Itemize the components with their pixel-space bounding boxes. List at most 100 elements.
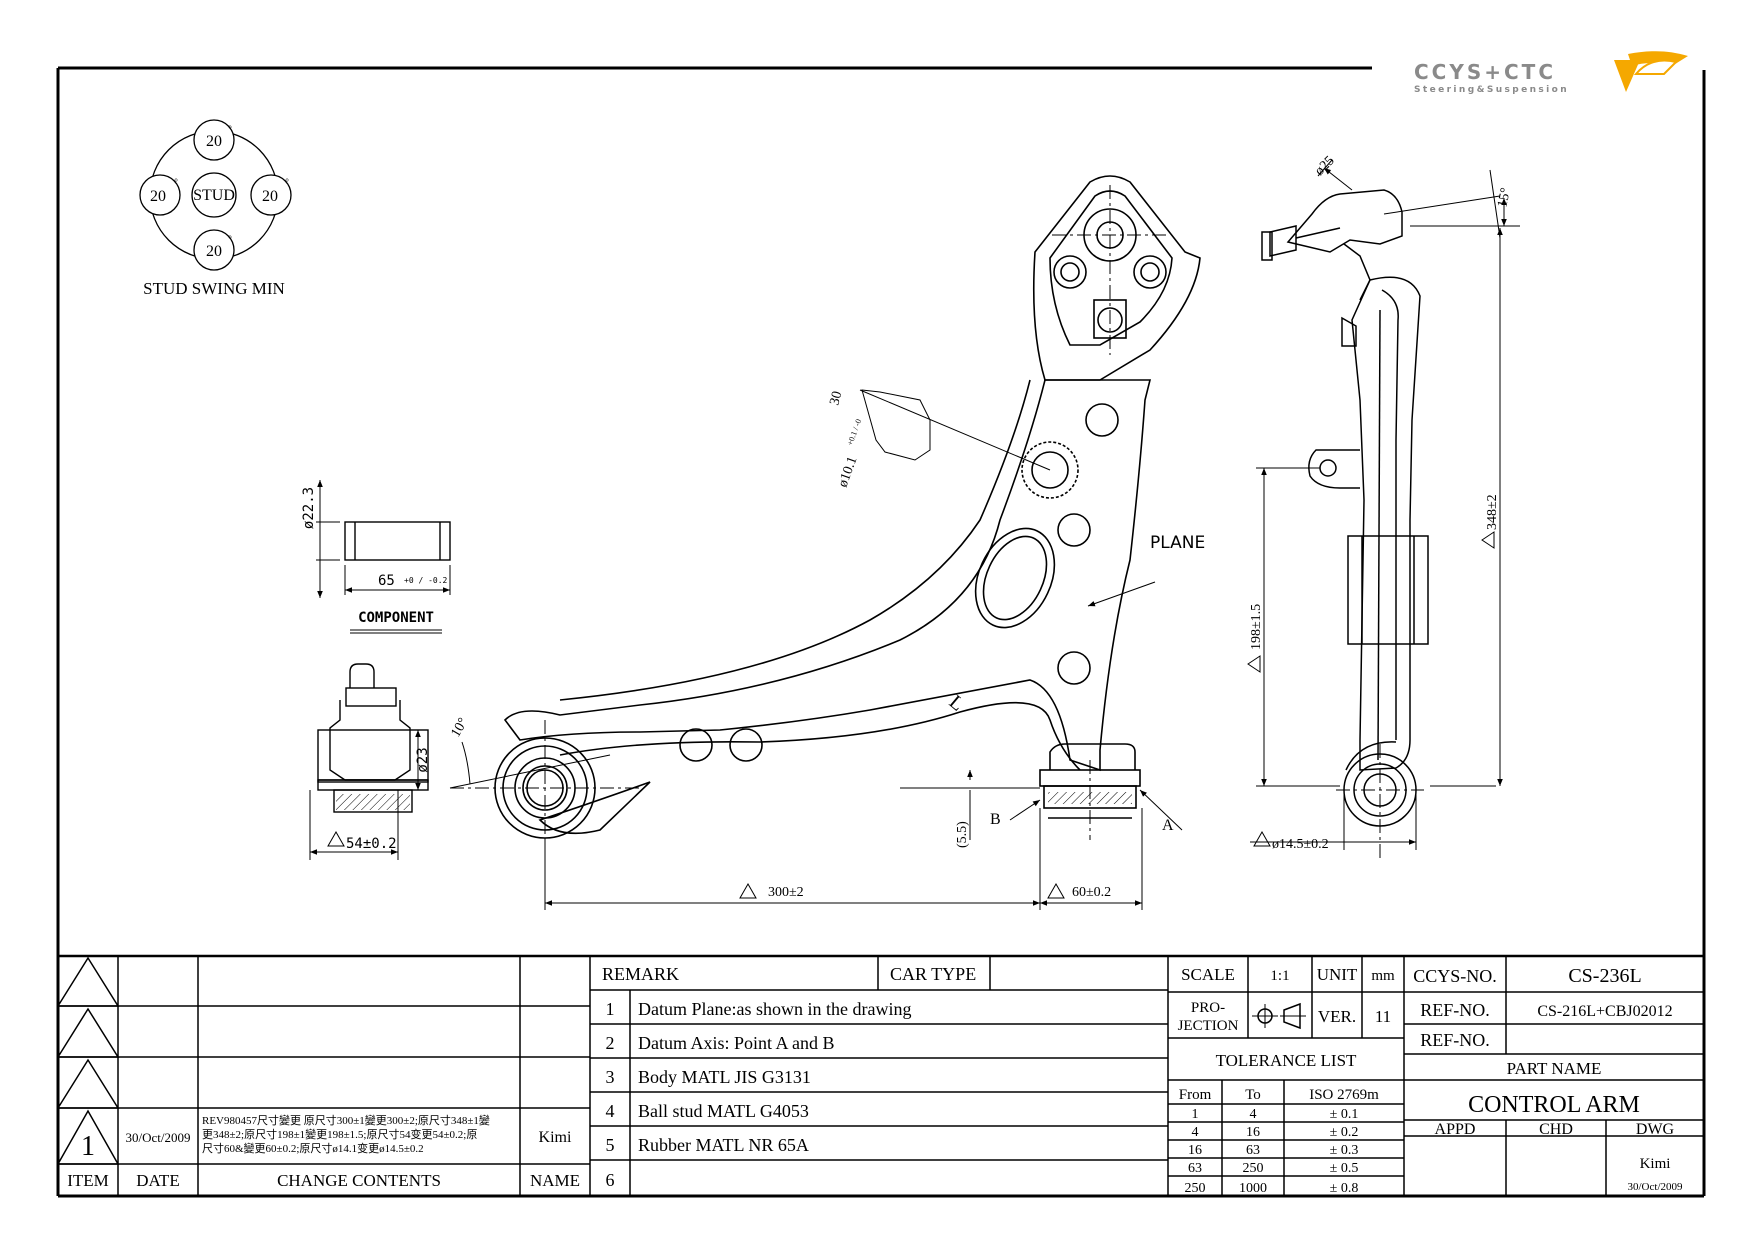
component-length: 65	[378, 573, 395, 589]
title-block-lines	[56, 954, 1704, 1196]
svg-text:± 0.3: ± 0.3	[1330, 1143, 1359, 1158]
appd-label: APPD	[1435, 1121, 1476, 1138]
logo-mark-icon	[1614, 60, 1640, 92]
stud-diameter: ø25	[1312, 153, 1337, 178]
ver-label: VER.	[1318, 1007, 1356, 1026]
svg-text:ISO 2769m: ISO 2769m	[1309, 1087, 1379, 1103]
svg-text:250: 250	[1185, 1181, 1206, 1196]
rev-item: 1	[81, 1131, 95, 1162]
ccys-label: CCYS-NO.	[1413, 966, 1497, 986]
remark-header: REMARK	[602, 964, 679, 984]
remark-1: Datum Plane:as shown in the drawing	[638, 999, 911, 1019]
bushing-diameter: ø23	[415, 747, 431, 772]
length-300: 300±2	[768, 885, 804, 900]
ver-value: 11	[1375, 1007, 1391, 1026]
angle-10: 10°	[448, 716, 471, 740]
point-a: A	[1162, 817, 1174, 834]
logo-brand: CCYS+CTC	[1414, 60, 1556, 84]
control-arm-main-view	[494, 175, 1201, 839]
header-change-contents: CHANGE CONTENTS	[277, 1171, 441, 1190]
dwg-date: 30/Oct/2009	[1628, 1181, 1683, 1193]
dwg-label: DWG	[1636, 1121, 1675, 1138]
swing-left: 20	[150, 188, 166, 205]
point-b: B	[990, 811, 1001, 828]
stud-swing-caption: STUD SWING MIN	[143, 279, 285, 298]
svg-text:°: °	[285, 177, 289, 187]
remark-2: Datum Axis: Point A and B	[638, 1033, 835, 1053]
header-item: ITEM	[67, 1171, 109, 1190]
svg-text:To: To	[1245, 1087, 1261, 1103]
remark-3: Body MATL JIS G3131	[638, 1067, 811, 1087]
side-dim-labels: ø25 15° 348±2 198±1.5 ø14.5±0.2	[1249, 153, 1514, 852]
component-sleeve	[316, 480, 451, 634]
svg-text:°: °	[174, 177, 178, 187]
revision-block: 1 30/Oct/2009 REV980457尺寸變更 原尺寸300±1變更30…	[67, 1113, 580, 1190]
rev-contents-line-2: 更348±2;原尺寸198±1變更198±1.5;原尺寸54变更54±0.2;原	[202, 1127, 477, 1141]
component-diameter: ø22.3	[301, 487, 317, 529]
ref-value-1: CS-216L+CBJ02012	[1537, 1003, 1672, 1020]
swing-top: 20	[206, 133, 222, 150]
ref-label-2: REF-NO.	[1420, 1030, 1490, 1050]
centerlines	[450, 185, 1170, 850]
svg-text:From: From	[1179, 1087, 1212, 1103]
plane-label: PLANE	[1150, 533, 1205, 553]
chd-label: CHD	[1539, 1121, 1573, 1138]
stud-swing-labels: 20 20 20 20 STUD ° ° ° ° STUD SWING MIN	[143, 124, 289, 298]
svg-text:4: 4	[1192, 1125, 1199, 1140]
length-60: 60±0.2	[1072, 885, 1111, 900]
svg-text:4: 4	[1250, 1107, 1257, 1122]
swing-bottom: 20	[206, 243, 222, 260]
svg-text:± 0.5: ± 0.5	[1330, 1161, 1359, 1176]
svg-text:± 0.1: ± 0.1	[1330, 1107, 1359, 1122]
bushing-width: 54±0.2	[346, 836, 397, 852]
rev-contents-line-1: REV980457尺寸變更 原尺寸300±1變更300±2;原尺寸348±1變	[202, 1113, 490, 1127]
svg-text:16: 16	[1246, 1125, 1260, 1140]
rev-contents-line-3: 尺寸60&變更60±0.2;原尺寸ø14.1变更ø14.5±0.2	[202, 1141, 424, 1155]
svg-text:1000: 1000	[1239, 1181, 1267, 1196]
projection-label-2: JECTION	[1178, 1018, 1239, 1034]
length-348: 348±2	[1485, 494, 1500, 530]
svg-text:4: 4	[606, 1101, 615, 1121]
remark-5: Rubber MATL NR 65A	[638, 1135, 809, 1155]
length-198: 198±1.5	[1249, 604, 1264, 650]
side-bushing-view	[309, 663, 429, 860]
svg-text:± 0.2: ± 0.2	[1330, 1125, 1359, 1140]
component-length-tol: +0 / -0.2	[404, 576, 448, 585]
side-dimensions	[1247, 159, 1520, 850]
header-date: DATE	[136, 1171, 179, 1190]
svg-text:2: 2	[606, 1033, 615, 1053]
dwg-value: Kimi	[1640, 1156, 1671, 1172]
side-centerlines	[1336, 744, 1424, 860]
offset-dim: (5.5)	[955, 821, 970, 848]
svg-text:63: 63	[1246, 1143, 1260, 1158]
unit-value: mm	[1371, 968, 1395, 984]
swing-right: 20	[262, 188, 278, 205]
unit-label: UNIT	[1317, 965, 1358, 984]
svg-text:63: 63	[1188, 1161, 1202, 1176]
component-caption: COMPONENT	[358, 610, 434, 626]
main-dimensions	[449, 389, 1183, 910]
company-logo: CCYS+CTC Steering&Suspension	[1414, 51, 1688, 95]
ccys-value: CS-236L	[1568, 965, 1641, 987]
hole-tolerance: +0.1 / -0	[845, 418, 863, 447]
hole-dim-30: 30	[827, 390, 845, 407]
svg-text:°: °	[228, 234, 232, 244]
angle-15: 15°	[1495, 187, 1514, 209]
svg-text:± 0.8: ± 0.8	[1330, 1181, 1359, 1196]
control-arm-side-view	[1261, 189, 1429, 827]
ref-label-1: REF-NO.	[1420, 1000, 1490, 1020]
tolerance-title: TOLERANCE LIST	[1216, 1051, 1357, 1070]
main-dim-labels: 10° 30 ø10.1 +0.1 / -0 PLANE L (5.5) B A…	[448, 390, 1205, 900]
swing-center: STUD	[193, 187, 235, 204]
remarks-block: REMARK CAR TYPE 1 Datum Plane:as shown i…	[602, 964, 976, 1190]
car-type-label: CAR TYPE	[890, 964, 976, 984]
projection-label-1: PRO-	[1191, 1000, 1225, 1016]
part-name-label: PART NAME	[1507, 1059, 1602, 1078]
header-name: NAME	[530, 1171, 580, 1190]
rev-date: 30/Oct/2009	[126, 1130, 191, 1145]
rev-name: Kimi	[539, 1129, 572, 1146]
svg-text:250: 250	[1243, 1161, 1264, 1176]
title-block: CCYS-NO. CS-236L REF-NO. CS-216L+CBJ0201…	[1413, 965, 1683, 1193]
